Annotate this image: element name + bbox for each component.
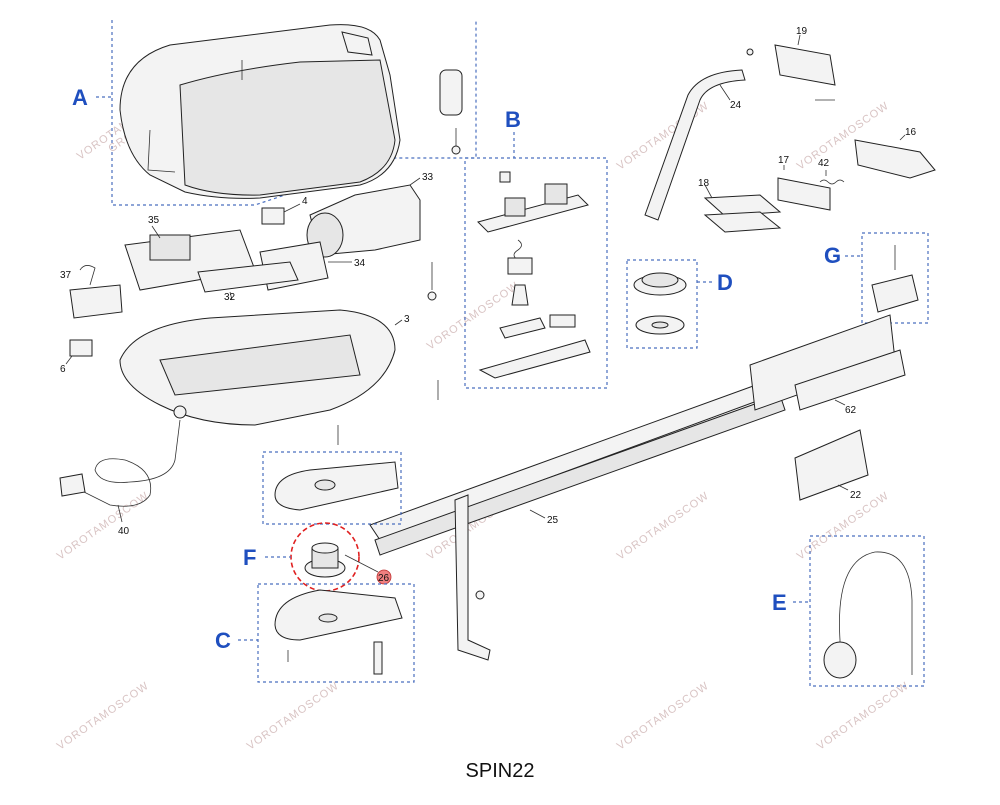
part-number-19: 19 [796,26,808,37]
rail: 62 25 22 [369,314,906,661]
group-c-carriage: C [215,583,415,683]
group-label-g: G [824,243,841,268]
part-number-35: 35 [148,215,160,226]
watermark: VOROTAMOSCOW [55,490,152,563]
callout-box-g [861,232,929,324]
relay [261,207,285,225]
cover-knob [439,69,463,116]
release-handle [823,641,857,679]
rail-62 [794,349,906,411]
group-label-a: A [72,85,88,110]
part-number-40: 40 [118,526,130,537]
part-number-32: 32 [224,292,236,303]
group-label-e: E [772,590,787,615]
callout-box-c [257,583,415,683]
group-f-sprocket: F 26 [243,522,392,592]
group-label-f: F [243,545,256,570]
watermark: VOROTAMOSCOW [815,680,912,753]
ceiling-brackets: 24 19 16 17 42 18 [644,26,936,233]
bracket-22 [794,429,869,501]
watermark: VOROTAMOSCOW [615,680,712,753]
callout-box-d [626,259,698,349]
group-b-switch: B [464,107,608,389]
antenna-module [69,339,93,357]
part-number-16: 16 [905,127,917,138]
switch-plate [477,194,589,233]
group-label-d: D [717,270,733,295]
bracket-16 [854,139,936,179]
watermark: VOROTAMOSCOW [615,490,712,563]
base-and-cable: 3 40 [59,262,439,537]
part-number-6: 6 [60,364,66,375]
group-g-slider: G [824,232,929,324]
cover-front [179,59,396,196]
group-e-release-cord: E [772,535,925,687]
watermark: VOROTAMOSCOW [55,680,152,753]
part-number-62: 62 [845,405,857,416]
part-number-26: 26 [378,573,390,584]
group-label-c: C [215,628,231,653]
part-number-42: 42 [818,158,830,169]
watermark: VOROTAMOSCOW [245,680,342,753]
chain-cover-assembly [262,451,402,525]
part-number-18: 18 [698,178,710,189]
part-number-4: 4 [302,196,308,207]
callout-box-upper [262,451,402,525]
terminal-block [69,284,123,319]
callout-box-e [809,535,925,687]
group-label-b: B [505,107,521,132]
diagram-caption: SPIN22 [465,760,535,782]
pcb-heatsink [197,261,299,293]
plug [59,473,86,497]
part-number-24: 24 [730,100,742,111]
bracket-17 [777,177,831,211]
plate-18 [703,194,782,217]
switch-rail [478,339,591,379]
part-number-22: 22 [850,490,862,501]
bracket-arm [644,69,746,221]
motor-electronics: 33 35 34 32 4 37 6 [60,172,434,375]
part-number-37: 37 [60,270,72,281]
bracket-19 [774,44,836,86]
part-number-25: 25 [547,515,559,526]
part-number-3: 3 [404,314,410,325]
part-number-34: 34 [354,258,366,269]
watermark: VOROTAMOSCOW [615,100,712,173]
hanger-bracket [454,494,491,661]
rail-side [374,394,786,556]
group-a-cover: A [72,20,477,206]
part-number-33: 33 [422,172,434,183]
part-number-17: 17 [778,155,790,166]
group-d-gear: D [626,259,733,349]
watermark: VOROTAMOSCOW [425,280,522,353]
